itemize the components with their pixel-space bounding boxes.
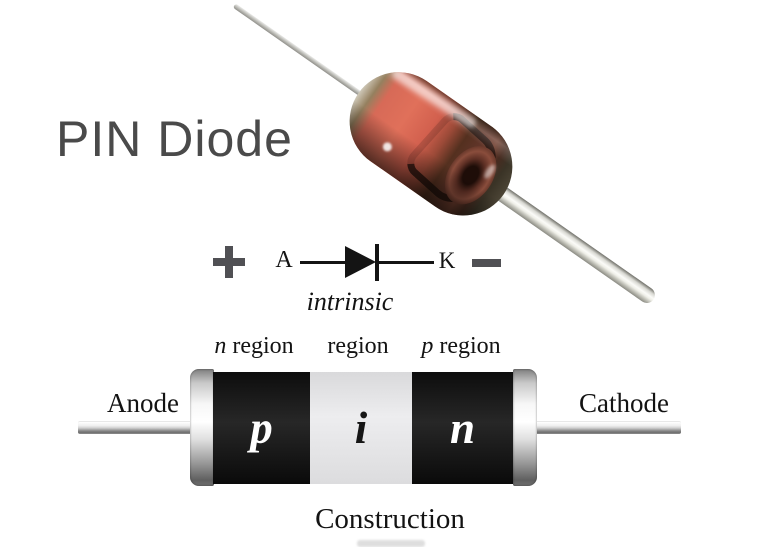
symbol-wire-right [379,261,434,264]
region-label-middle: region [327,333,389,359]
cathode-label: Cathode [579,388,669,418]
p-region-block: p [213,372,310,484]
symbol-wire-left [300,261,346,264]
end-cap-left-icon [190,369,214,486]
region-label-left: n region [214,333,294,359]
cathode-lead [537,421,681,434]
anode-label: Anode [107,388,179,418]
glass-shading [330,52,532,235]
anode-lead [78,421,190,434]
cathode-terminal-label: K [438,248,456,273]
page-title: PIN Diode [56,111,293,167]
construction-caption: Construction [315,503,465,535]
diode-photo-cathode-lead-icon [488,180,658,307]
anode-terminal-label: A [275,247,293,273]
diode-triangle-icon [345,246,376,278]
intrinsic-caption: intrinsic [306,287,394,316]
end-cap-right-icon [513,369,537,486]
region-label-right: p region [421,333,501,359]
i-region-block: i [310,372,412,484]
diode-photo-glass-body-icon [330,52,532,235]
plus-icon [213,246,245,278]
cropped-artifact [357,540,425,547]
diode-cathode-bar-icon [375,244,379,281]
n-region-block: n [412,372,513,484]
minus-icon [472,259,501,267]
diode-photo-anode-lead-icon [232,3,374,104]
